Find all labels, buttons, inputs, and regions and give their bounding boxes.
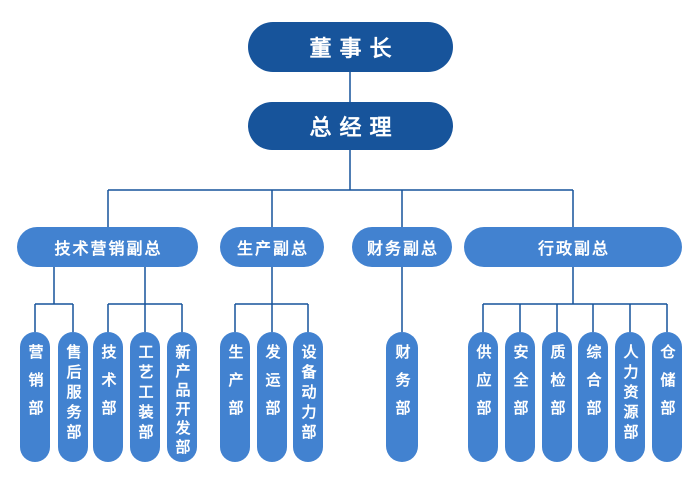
dept-label: 供应部 xyxy=(474,344,493,428)
dept-node[interactable]: 设备动力部 xyxy=(293,332,323,462)
dept-label: 综合部 xyxy=(584,344,603,428)
dept-label: 技术部 xyxy=(99,344,118,428)
dept-node[interactable]: 财务部 xyxy=(386,332,418,462)
dept-label: 仓储部 xyxy=(658,344,677,428)
dept-label: 售后服务部 xyxy=(64,344,83,444)
dept-node[interactable]: 仓储部 xyxy=(652,332,682,462)
dept-node[interactable]: 售后服务部 xyxy=(58,332,88,462)
vp-node-production[interactable]: 生产副总 xyxy=(220,227,324,267)
dept-label: 人力资源部 xyxy=(621,344,640,444)
dept-label: 设备动力部 xyxy=(299,344,318,444)
chairman-label: 董事长 xyxy=(309,37,400,62)
dept-label: 财务部 xyxy=(393,344,412,428)
dept-node[interactable]: 质检部 xyxy=(542,332,572,462)
dept-node[interactable]: 发运部 xyxy=(257,332,287,462)
dept-label: 安全部 xyxy=(511,344,530,428)
vp-label: 生产副总 xyxy=(236,239,309,258)
dept-label: 质检部 xyxy=(548,344,567,428)
vp-node-tech-marketing[interactable]: 技术营销副总 xyxy=(17,227,198,267)
general-manager-label: 总经理 xyxy=(309,116,400,141)
dept-label: 生产部 xyxy=(226,344,245,428)
dept-label: 发运部 xyxy=(263,344,282,428)
vp-label: 技术营销副总 xyxy=(54,239,163,258)
dept-node[interactable]: 人力资源部 xyxy=(615,332,645,462)
dept-node[interactable]: 新产品开发部 xyxy=(167,332,197,462)
vp-node-finance[interactable]: 财务副总 xyxy=(352,227,452,267)
dept-label: 工艺工装部 xyxy=(136,344,155,444)
dept-node[interactable]: 营销部 xyxy=(20,332,50,462)
dept-label: 营销部 xyxy=(26,344,45,428)
dept-node[interactable]: 生产部 xyxy=(220,332,250,462)
general-manager-node[interactable]: 总经理 xyxy=(248,102,453,150)
dept-node[interactable]: 供应部 xyxy=(468,332,498,462)
dept-node[interactable]: 工艺工装部 xyxy=(130,332,160,462)
vp-node-admin[interactable]: 行政副总 xyxy=(464,227,682,267)
dept-node[interactable]: 综合部 xyxy=(578,332,608,462)
chairman-node[interactable]: 董事长 xyxy=(248,22,453,72)
dept-node[interactable]: 技术部 xyxy=(93,332,123,462)
dept-node[interactable]: 安全部 xyxy=(505,332,535,462)
vp-label: 财务副总 xyxy=(366,239,439,258)
dept-label: 新产品开发部 xyxy=(173,344,192,458)
vp-label: 行政副总 xyxy=(537,239,610,258)
